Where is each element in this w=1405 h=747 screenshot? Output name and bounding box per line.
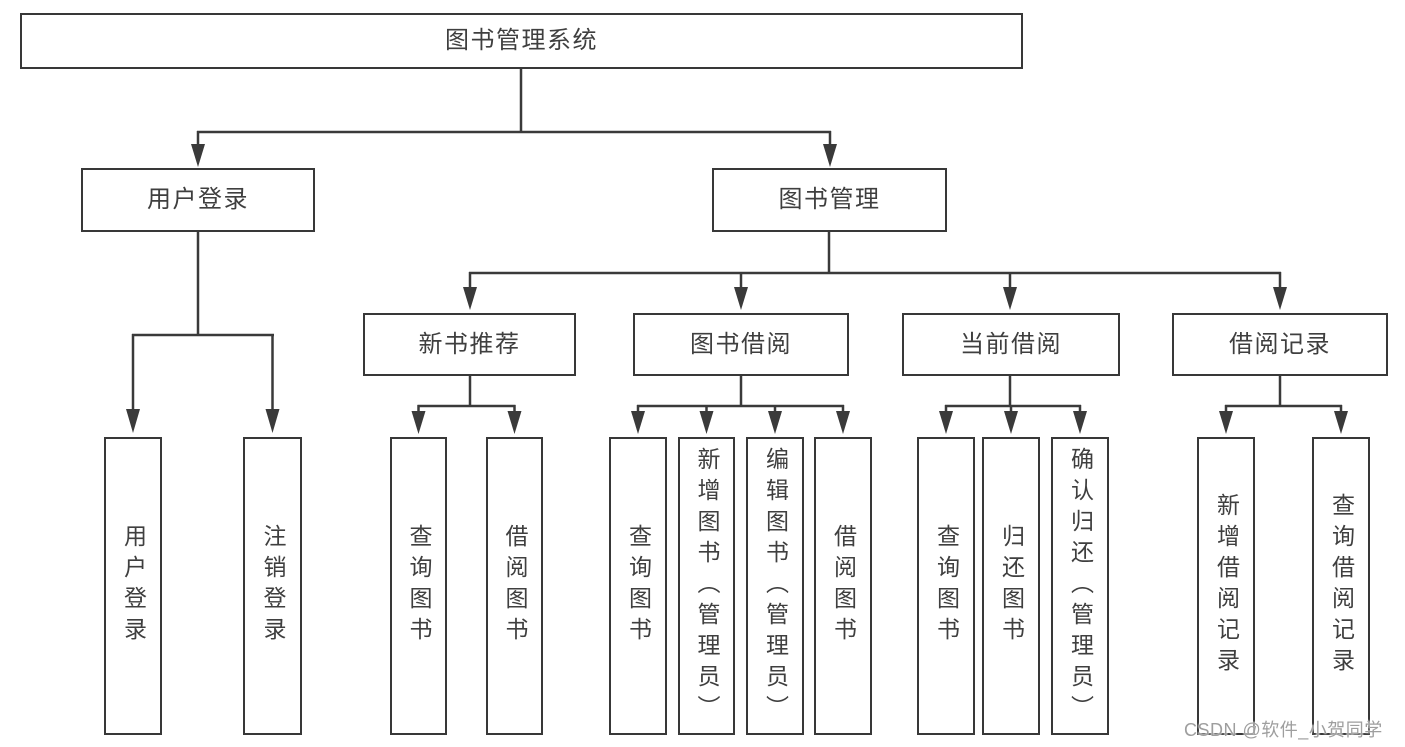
arrowhead — [1003, 287, 1017, 310]
node-book-borrow: 图书借阅 — [633, 313, 849, 376]
leaf-confirm-return-admin-label: 确认归还（管理员） — [1067, 446, 1094, 726]
connector-current-borrow-children — [939, 376, 1087, 434]
node-new-book-recommend: 新书推荐 — [363, 313, 576, 376]
leaf-query-book-borrow: 查询图书 — [609, 437, 667, 735]
leaf-query-borrow-record: 查询借阅记录 — [1312, 437, 1370, 735]
leaf-query-book-current: 查询图书 — [917, 437, 975, 735]
leaf-add-borrow-record-label: 新增借阅记录 — [1213, 493, 1240, 679]
arrowhead — [939, 411, 953, 434]
arrowhead — [265, 409, 280, 433]
node-book-management-label: 图书管理 — [778, 186, 881, 213]
connector-borrow-record-children — [1219, 376, 1348, 434]
leaf-borrow-book-recommend: 借阅图书 — [486, 437, 543, 735]
node-borrow-record: 借阅记录 — [1172, 313, 1388, 376]
arrowhead — [823, 144, 837, 167]
arrowhead — [768, 411, 782, 434]
arrowhead — [699, 411, 714, 434]
arrowhead — [1219, 411, 1233, 434]
leaf-add-book-admin: 新增图书（管理员） — [678, 437, 735, 735]
leaf-user-login-label: 用户登录 — [120, 524, 147, 648]
leaf-add-borrow-record: 新增借阅记录 — [1197, 437, 1255, 735]
arrowhead — [1273, 287, 1287, 310]
arrowhead — [507, 411, 522, 434]
leaf-add-book-admin-label: 新增图书（管理员） — [694, 446, 720, 726]
leaf-logout-label: 注销登录 — [260, 524, 286, 648]
connector-root-to-level2 — [191, 69, 837, 167]
arrowhead — [734, 287, 748, 310]
leaf-borrow-book: 借阅图书 — [814, 437, 872, 735]
arrowhead — [1004, 411, 1018, 434]
connector-book-borrow-children — [631, 376, 850, 434]
leaf-edit-book-admin-label: 编辑图书（管理员） — [762, 446, 789, 726]
arrowhead — [1073, 411, 1087, 434]
leaf-logout: 注销登录 — [243, 437, 302, 735]
arrowhead — [1334, 411, 1348, 434]
arrowhead — [411, 411, 426, 434]
leaf-user-login: 用户登录 — [104, 437, 162, 735]
node-user-login: 用户登录 — [81, 168, 315, 232]
node-root-label: 图书管理系统 — [445, 27, 598, 54]
node-new-book-recommend-label: 新书推荐 — [418, 330, 521, 358]
arrowhead — [126, 409, 140, 433]
leaf-borrow-book-label: 借阅图书 — [830, 524, 857, 648]
leaf-query-book-current-label: 查询图书 — [933, 524, 960, 648]
node-borrow-record-label: 借阅记录 — [1229, 330, 1331, 358]
arrowhead — [631, 411, 645, 434]
arrowhead — [191, 144, 205, 167]
node-root: 图书管理系统 — [20, 13, 1023, 69]
node-book-management: 图书管理 — [712, 168, 947, 232]
node-book-borrow-label: 图书借阅 — [690, 330, 792, 358]
connector-book-management-to-level3 — [463, 232, 1287, 310]
arrowhead — [463, 287, 477, 310]
leaf-query-book-recommend-label: 查询图书 — [406, 524, 432, 648]
leaf-return-book: 归还图书 — [982, 437, 1040, 735]
connector-user-login-children — [126, 232, 280, 433]
leaf-edit-book-admin: 编辑图书（管理员） — [746, 437, 804, 735]
leaf-query-book-recommend: 查询图书 — [390, 437, 447, 735]
leaf-query-borrow-record-label: 查询借阅记录 — [1328, 493, 1355, 679]
leaf-confirm-return-admin: 确认归还（管理员） — [1051, 437, 1109, 735]
leaf-return-book-label: 归还图书 — [998, 524, 1025, 648]
arrowhead — [836, 411, 850, 434]
node-current-borrow-label: 当前借阅 — [960, 330, 1062, 358]
watermark: CSDN @软件_小贺同学 — [1184, 720, 1383, 740]
node-user-login-label: 用户登录 — [147, 186, 249, 213]
leaf-query-book-borrow-label: 查询图书 — [625, 524, 652, 648]
leaf-borrow-book-recommend-label: 借阅图书 — [502, 524, 528, 648]
connector-new-book-children — [411, 376, 522, 434]
node-current-borrow: 当前借阅 — [902, 313, 1120, 376]
